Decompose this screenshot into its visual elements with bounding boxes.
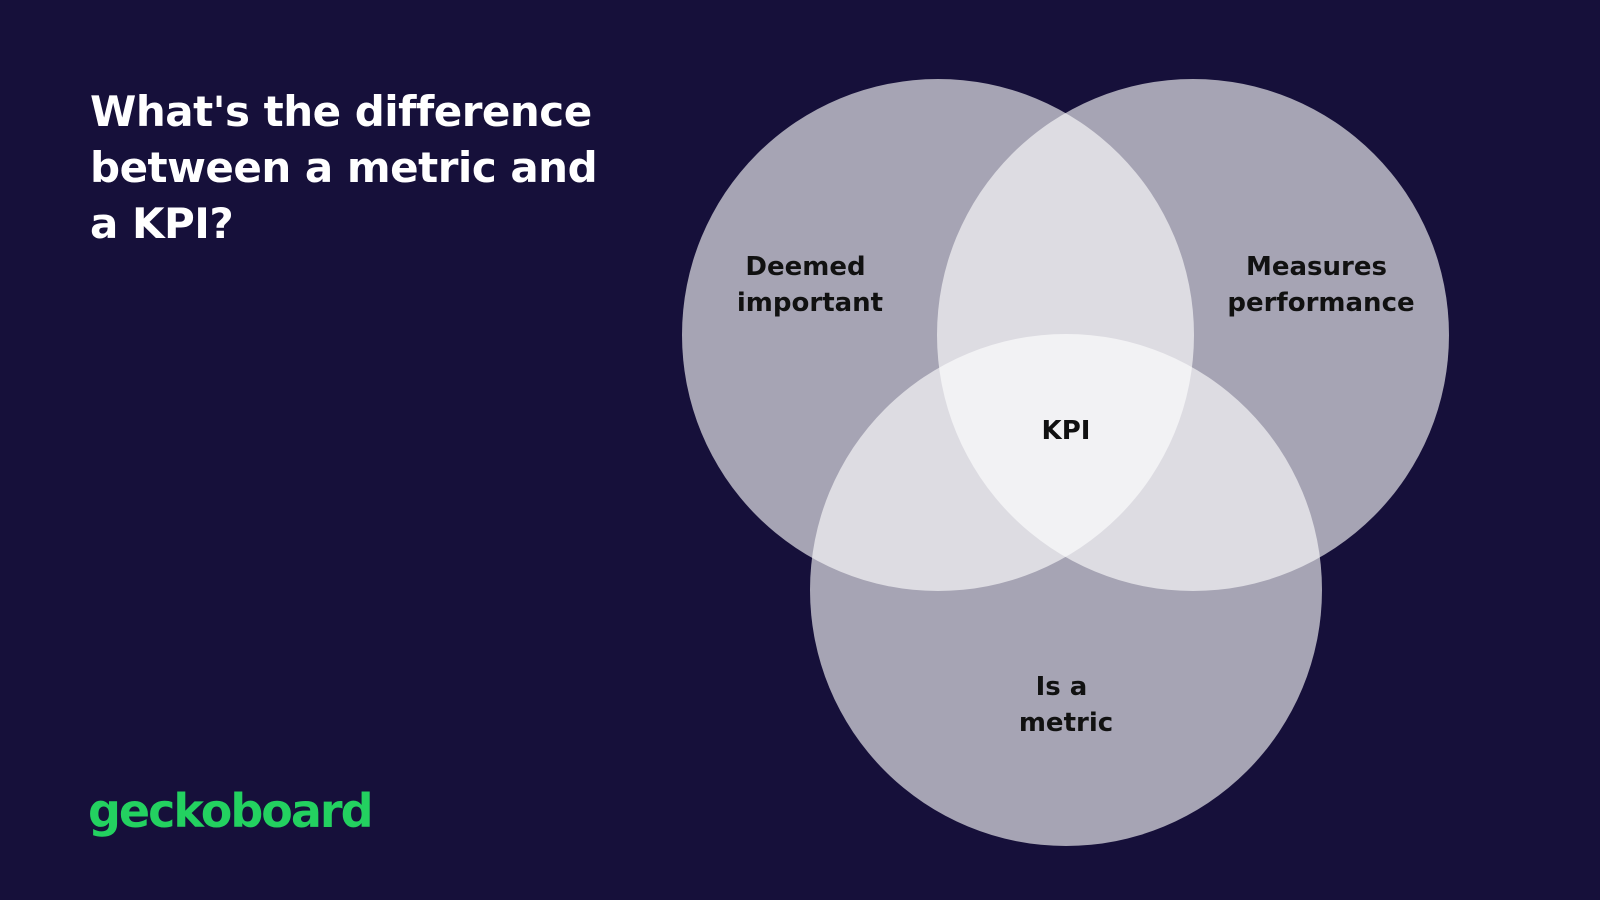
venn-label-metric: Is a metric — [1019, 672, 1113, 738]
title-line: a KPI? — [90, 199, 234, 248]
venn-label-kpi: KPI — [1042, 416, 1091, 446]
title-line: What's the difference — [90, 87, 592, 136]
venn-label-important: Deemed important — [737, 252, 883, 318]
geckoboard-logo: geckoboard — [88, 784, 374, 838]
venn-circle-metric — [810, 334, 1322, 846]
slide-title: What's the difference between a metric a… — [90, 84, 610, 252]
venn-label-performance: Measures performance — [1227, 252, 1414, 318]
title-line: between a metric and — [90, 143, 598, 192]
